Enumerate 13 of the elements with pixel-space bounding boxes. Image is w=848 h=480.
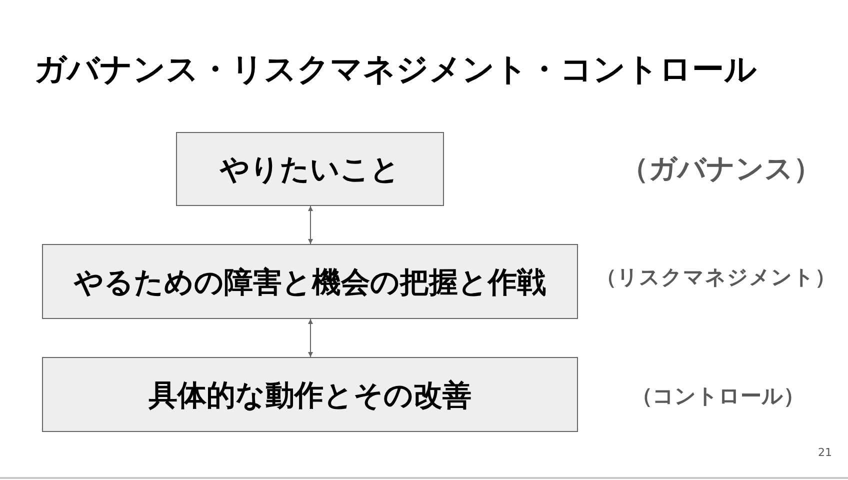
process-box: [42, 357, 578, 432]
double-arrow: [308, 206, 313, 244]
slide-title: ガバナンス・リスクマネジメント・コントロール: [34, 49, 757, 90]
annotation-text: （リスクマネジメント）: [596, 265, 836, 291]
process-box: [42, 244, 578, 319]
process-box: [176, 132, 444, 206]
page-number: 21: [818, 446, 832, 460]
annotation-text: （コントロール）: [632, 382, 804, 410]
box-label: 具体的な動作とその改善: [148, 376, 472, 412]
annotation-text: （ガバナンス）: [620, 150, 822, 186]
double-arrow: [308, 318, 313, 358]
box-label: やりたいこと: [220, 151, 400, 187]
box-label: やるための障害と機会の把握と作戦: [74, 264, 546, 300]
